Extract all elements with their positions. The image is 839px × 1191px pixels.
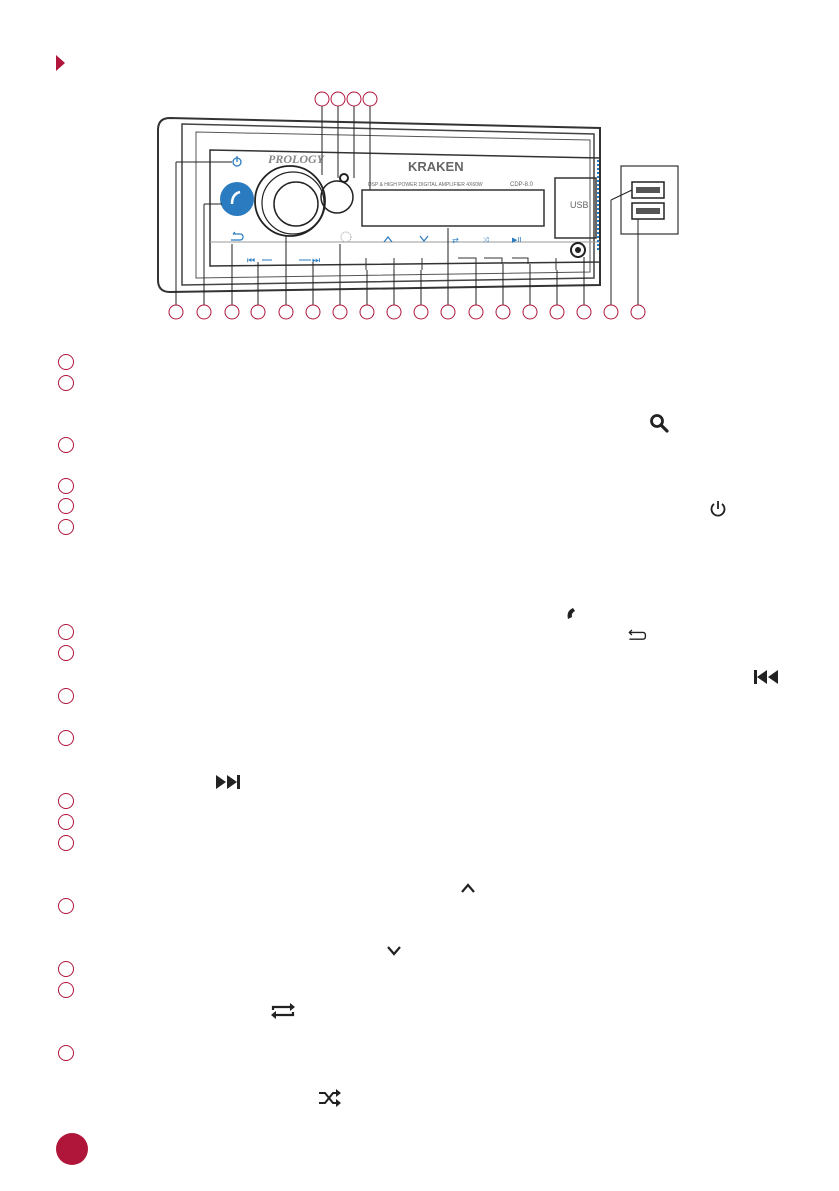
shuffle-button[interactable]: ⤨ <box>483 236 489 244</box>
legend-number <box>58 793 74 809</box>
down-chevron-icon <box>387 946 401 956</box>
aux-jack <box>570 242 586 258</box>
legend-number <box>58 961 74 977</box>
car-stereo-diagram: KRAKEN DSP & HIGH POWER DIGITAL AMPLIFIE… <box>157 91 679 320</box>
repeat-button[interactable]: ⇄ <box>452 236 459 245</box>
legend-number <box>58 519 74 535</box>
legend-number <box>58 375 74 391</box>
power-button[interactable] <box>232 156 242 167</box>
usb-port-2 <box>631 202 665 220</box>
legend-number <box>58 498 74 514</box>
model-number: CDP-8.0 <box>510 182 534 188</box>
repeat-icon <box>271 1003 295 1019</box>
legend-number <box>58 982 74 998</box>
mode-button[interactable] <box>320 180 354 214</box>
legend-number <box>58 730 74 746</box>
device-subtitle: DSP & HIGH POWER DIGITAL AMPLIFIER 4X60W <box>368 182 483 188</box>
model-logo: KRAKEN <box>408 159 464 174</box>
microphone <box>340 231 352 243</box>
phone-button[interactable] <box>220 182 254 216</box>
volume-knob[interactable] <box>254 165 326 237</box>
previous-button[interactable]: ⏮ <box>247 256 255 266</box>
legend-number <box>58 478 74 494</box>
legend-number <box>58 814 74 830</box>
up-button[interactable] <box>383 236 393 243</box>
legend-number <box>58 437 74 453</box>
usb-label: USB <box>570 200 589 210</box>
ir-sensor <box>339 173 349 183</box>
usb-zoom-box <box>620 165 679 235</box>
play-pause-button[interactable]: ▶II <box>512 236 522 244</box>
back-icon <box>628 629 647 640</box>
lcd-display <box>361 189 545 227</box>
phone-icon <box>567 608 575 619</box>
section-marker-arrow <box>56 55 65 71</box>
next-button[interactable]: ⏭ <box>312 256 320 266</box>
legend-number <box>58 1045 74 1061</box>
back-button[interactable] <box>231 231 244 241</box>
legend-number <box>58 835 74 851</box>
legend-number <box>58 645 74 661</box>
legend-number <box>58 354 74 370</box>
next-icon <box>216 775 240 789</box>
usb-cover <box>554 177 597 239</box>
shuffle-icon <box>319 1089 341 1107</box>
down-button[interactable] <box>419 235 429 242</box>
power-icon <box>710 501 726 517</box>
previous-icon <box>754 670 778 684</box>
legend-number <box>58 898 74 914</box>
page-number-marker <box>56 1133 88 1165</box>
legend-number <box>58 624 74 640</box>
legend-number <box>58 688 74 704</box>
up-chevron-icon <box>461 883 475 893</box>
search-icon <box>650 414 669 433</box>
brand-logo: PROLOGY <box>268 152 326 166</box>
